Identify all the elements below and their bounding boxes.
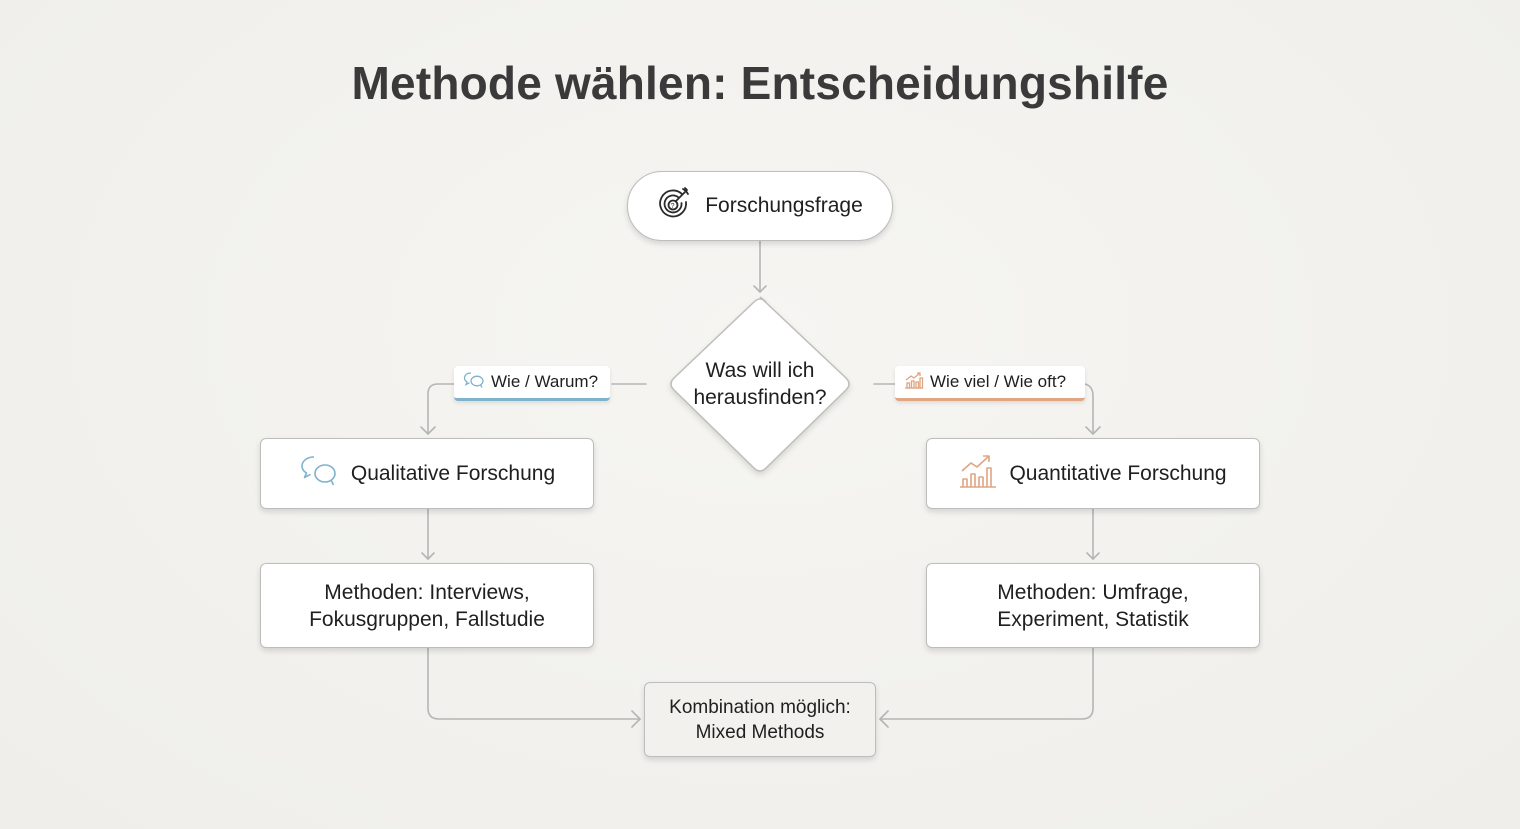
mixed-line-2: Mixed Methods <box>695 721 825 743</box>
quantitative-label: Quantitative Forschung <box>1009 461 1227 485</box>
decision-line-2: herausfinden? <box>693 386 827 409</box>
connector-quan-methods-to-mixed <box>879 647 1094 720</box>
connector-decision-to-quantitative <box>873 383 1094 435</box>
svg-text:?: ? <box>671 203 675 210</box>
qual-methods-line-2: Fokusgruppen, Fallstudie <box>309 607 545 631</box>
qualitative-research-node: Qualitative Forschung <box>260 438 594 509</box>
target-question-icon: ? <box>657 185 693 227</box>
edge-label-wie-viel-wie-oft: Wie viel / Wie oft? <box>895 366 1085 401</box>
speech-bubbles-icon <box>299 454 339 494</box>
page-title: Methode wählen: Entscheidungshilfe <box>351 57 1169 109</box>
decision-diamond <box>670 296 850 472</box>
edge-label-wie-warum: Wie / Warum? <box>454 366 610 401</box>
quantitative-research-node: Quantitative Forschung <box>926 438 1260 509</box>
start-node-forschungsfrage: ? Forschungsfrage <box>627 171 893 241</box>
qual-methods-line-1: Methoden: Interviews, <box>324 580 530 604</box>
connector-decision-to-qualitative <box>427 383 647 435</box>
qualitative-methods-node: Methoden: Interviews, Fokusgruppen, Fall… <box>260 563 594 648</box>
edge-label-right-text: Wie viel / Wie oft? <box>930 372 1067 391</box>
mixed-methods-node: Kombination möglich: Mixed Methods <box>644 682 876 757</box>
quantitative-methods-node: Methoden: Umfrage, Experiment, Statistik <box>926 563 1260 648</box>
bar-chart-trend-icon <box>904 371 924 394</box>
decision-node-text: Was will ich herausfinden? <box>660 357 860 411</box>
qualitative-label: Qualitative Forschung <box>350 461 556 485</box>
mixed-line-1: Kombination möglich: <box>669 696 851 718</box>
bar-chart-trend-icon <box>959 453 997 495</box>
quan-methods-line-2: Experiment, Statistik <box>997 607 1189 631</box>
connector-qual-methods-to-mixed <box>427 647 641 720</box>
decision-line-1: Was will ich <box>705 359 815 382</box>
speech-bubbles-icon <box>463 371 485 394</box>
quan-methods-line-1: Methoden: Umfrage, <box>997 580 1189 604</box>
edge-label-left-text: Wie / Warum? <box>491 372 599 391</box>
start-node-label: Forschungsfrage <box>705 194 863 217</box>
